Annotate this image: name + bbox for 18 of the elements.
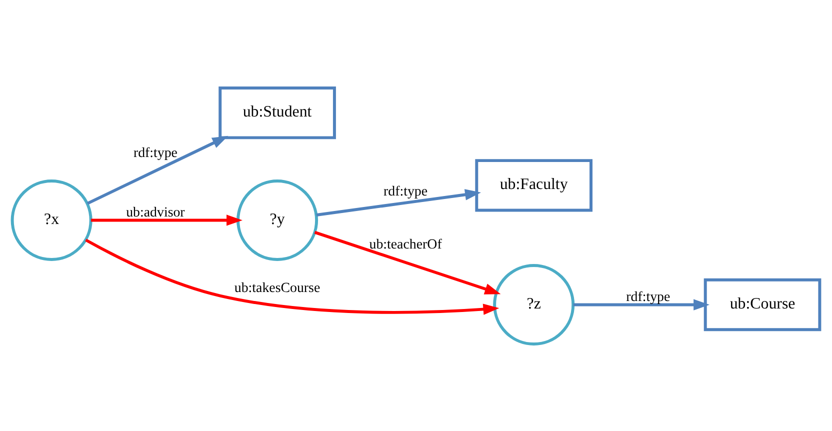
edge-label: ub:teacherOf [369,236,442,252]
node-circle: ?x [10,178,92,260]
arrow [86,135,228,204]
node-circle: ?y [236,178,318,260]
arrow [316,188,481,216]
edge-label: ub:takesCourse [234,280,320,296]
arrow [314,230,501,294]
arrow [85,238,500,314]
edge-label: rdf:type [133,145,178,160]
node-box: ub:Faculty [475,158,592,212]
node-box: ub:Course [704,278,822,331]
edge-label: rdf:type [626,289,670,304]
node-box: ub:Student [218,86,336,139]
edge-label: ub:advisor [126,204,185,220]
arrow [573,298,710,310]
arrow [91,214,242,226]
node-circle: ?z [493,263,575,346]
edge-label: rdf:type [384,184,428,200]
